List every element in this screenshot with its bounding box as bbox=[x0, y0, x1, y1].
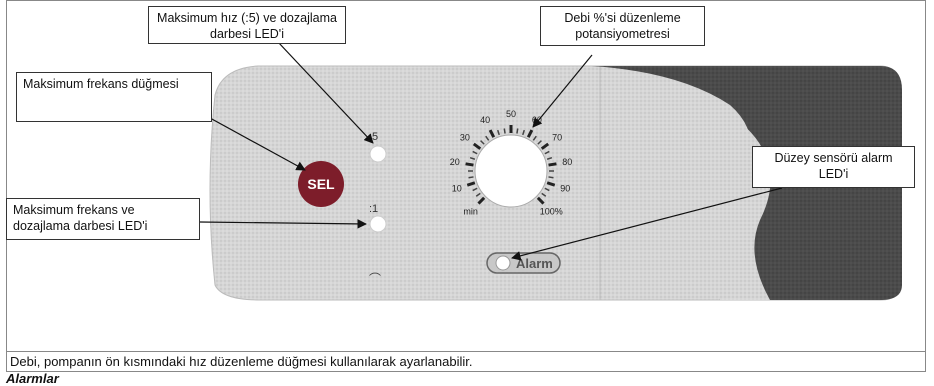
callout-max-freq-button: Maksimum frekans düğmesi bbox=[16, 72, 212, 122]
dial-minor-tick bbox=[516, 128, 519, 134]
alarm-label: Alarm bbox=[516, 256, 553, 271]
dial-tick bbox=[540, 142, 550, 150]
alarm-led bbox=[495, 255, 511, 271]
dial-tick bbox=[536, 196, 545, 205]
dial-tick-label: 10 bbox=[452, 184, 462, 194]
dial-tick bbox=[477, 196, 486, 205]
dial-minor-tick bbox=[475, 192, 481, 197]
dial-minor-tick bbox=[480, 140, 485, 145]
dial-minor-tick bbox=[548, 176, 554, 179]
figure-caption: Debi, pompanın ön kısmındaki hız düzenle… bbox=[6, 352, 926, 372]
callout-flow-pot-text: Debi %'si düzenleme potansiyometresi bbox=[564, 11, 681, 41]
callout-level-alarm-led-text: Düzey sensörü alarm LED'i bbox=[774, 151, 893, 181]
sel-button-label: SEL bbox=[307, 176, 335, 192]
max-frequency-led bbox=[369, 215, 387, 233]
dial-tick-label: 70 bbox=[552, 132, 562, 142]
dial-tick-label: 20 bbox=[450, 157, 460, 167]
dial-tick bbox=[465, 162, 474, 167]
sel-button[interactable] bbox=[298, 161, 344, 207]
dial-minor-tick bbox=[537, 140, 542, 145]
dial-minor-tick bbox=[544, 187, 550, 192]
dial-tick-label: 100% bbox=[540, 206, 563, 216]
arrow-max-freq-led bbox=[199, 219, 367, 229]
dial-minor-tick bbox=[503, 128, 506, 134]
figure-caption-text: Debi, pompanın ön kısmındaki hız düzenle… bbox=[10, 354, 473, 369]
dial-minor-tick bbox=[522, 129, 526, 136]
callout-flow-pot: Debi %'si düzenleme potansiyometresi bbox=[540, 6, 705, 46]
callout-level-alarm-led: Düzey sensörü alarm LED'i bbox=[752, 146, 915, 188]
dial-minor-tick bbox=[544, 150, 550, 155]
dial-tick bbox=[466, 181, 476, 187]
dial-tick bbox=[488, 129, 496, 138]
dial-minor-tick bbox=[468, 176, 474, 179]
dial-tick-label: min bbox=[463, 206, 478, 216]
led-top-label: :5 bbox=[369, 131, 378, 143]
arrow-max-freq-button bbox=[209, 117, 306, 171]
section-title: Alarmlar bbox=[6, 371, 59, 386]
panel-small-symbol: ⌒ bbox=[369, 272, 381, 286]
flow-rate-knob[interactable] bbox=[474, 134, 548, 208]
panel-body bbox=[209, 65, 691, 301]
dial-tick-label: 50 bbox=[506, 109, 516, 119]
dial-tick bbox=[472, 142, 482, 150]
callout-max-freq-led: Maksimum frekans ve dozajlama darbesi LE… bbox=[6, 198, 200, 240]
max-speed-led bbox=[369, 145, 387, 163]
dial-tick-label: 90 bbox=[560, 184, 570, 194]
arrow-level-alarm-led bbox=[511, 187, 783, 261]
dial-minor-tick bbox=[485, 135, 490, 141]
dial-tick bbox=[526, 129, 534, 138]
dial-minor-tick bbox=[532, 135, 537, 141]
callout-max-speed-led: Maksimum hız (:5) ve dozajlama darbesi L… bbox=[148, 6, 346, 44]
dial-tick-label: 30 bbox=[460, 132, 470, 142]
dial-tick bbox=[546, 181, 556, 187]
callout-max-freq-led-text: Maksimum frekans ve dozajlama darbesi LE… bbox=[13, 203, 148, 233]
arrow-flow-pot bbox=[532, 54, 593, 128]
dial-minor-tick bbox=[541, 192, 547, 197]
dial-minor-tick bbox=[546, 156, 553, 160]
callout-max-speed-led-text: Maksimum hız (:5) ve dozajlama darbesi L… bbox=[157, 11, 337, 41]
dial-minor-tick bbox=[496, 129, 500, 136]
dial-minor-tick bbox=[472, 187, 478, 192]
dial-tick-label: 80 bbox=[562, 157, 572, 167]
dial-tick-label: 60 bbox=[532, 115, 542, 125]
dial-minor-tick bbox=[469, 156, 476, 160]
dial-tick-label: 40 bbox=[480, 115, 490, 125]
dial-tick bbox=[548, 162, 557, 167]
callout-max-freq-button-text: Maksimum frekans düğmesi bbox=[23, 77, 179, 91]
arrow-max-speed-led bbox=[277, 41, 374, 144]
led-bottom-label: :1 bbox=[369, 203, 378, 215]
dial-minor-tick bbox=[472, 150, 478, 155]
